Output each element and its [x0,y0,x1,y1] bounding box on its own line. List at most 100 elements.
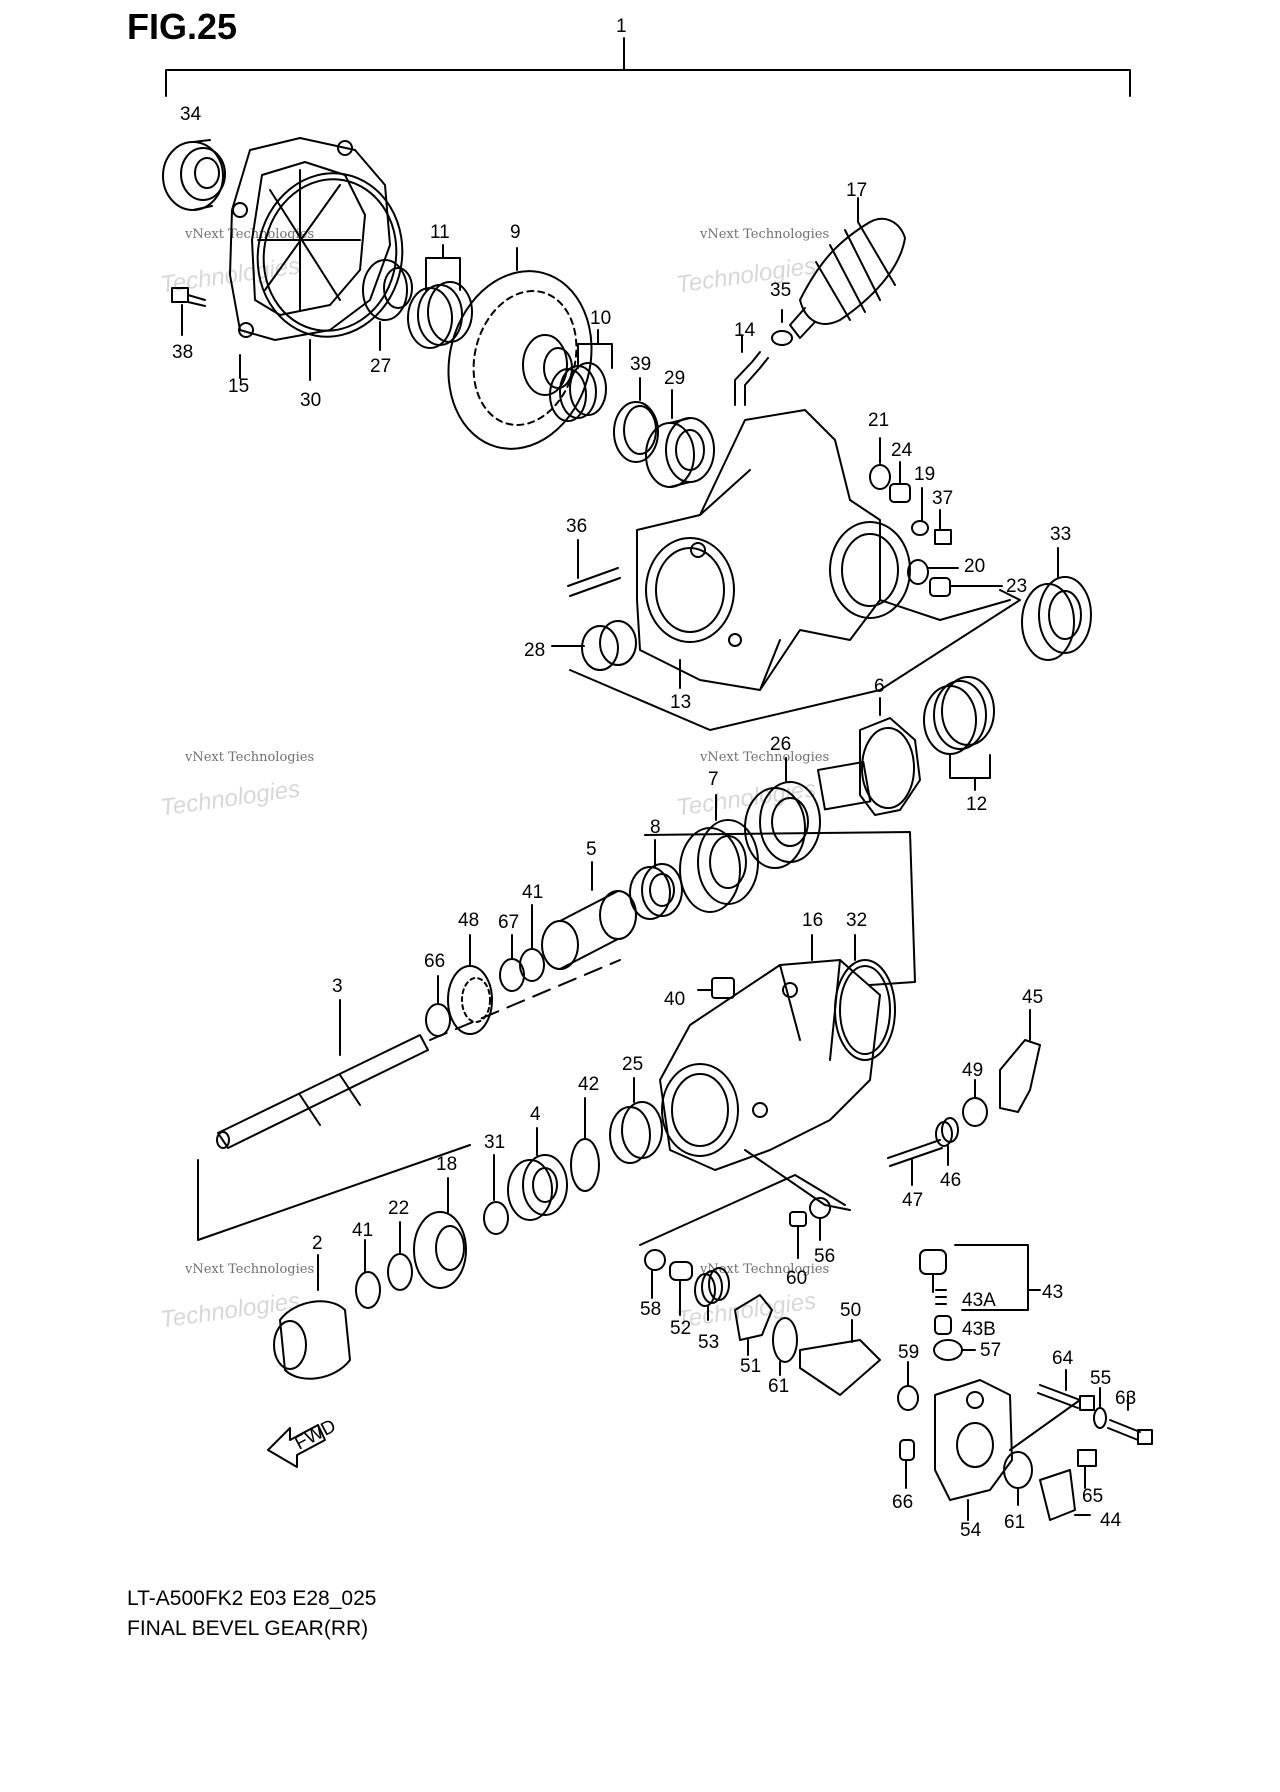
washer-22 [387,1221,413,1291]
bearing-27 [362,259,413,351]
bevel-gear-9 [447,247,593,450]
callout-25: 25 [622,1054,643,1075]
callout-66: 66 [424,951,445,972]
bolt-63 [1107,1394,1153,1445]
callout-51: 51 [740,1356,761,1377]
bush-52 [669,1261,693,1316]
shaft-50 [799,1319,881,1396]
callout-53: 53 [698,1332,719,1353]
breather-hose-14 [734,334,769,406]
bolt-38 [171,287,206,336]
center-line [429,959,621,1041]
circlip-42 [570,1097,600,1192]
callout-20: 20 [964,556,985,577]
callout-48: 48 [458,910,479,931]
callout-33: 33 [1050,524,1071,545]
bush-49 [962,1079,988,1127]
model-code: LT-A500FK2 E03 E28_025 [127,1587,377,1610]
callout-43: 43 [1042,1282,1063,1303]
pin-66 [899,1439,915,1489]
callout-32: 32 [846,910,867,931]
callout-59: 59 [898,1342,919,1363]
spring-53 [694,1267,730,1321]
callout-15: 15 [228,376,249,397]
callout-36: 36 [566,516,587,537]
shims-12 [923,676,995,791]
gear-case-16 [659,934,881,1171]
figure-title: FIG.25 [127,6,238,47]
boot-2 [273,1254,351,1380]
o-ring-32 [834,934,896,1061]
o-ring-57 [933,1339,976,1361]
bearing-29 [645,389,715,488]
callout-56: 56 [814,1246,835,1267]
plug-43 [919,1249,947,1293]
pin-43B [934,1315,952,1335]
callout-49: 49 [962,1060,983,1081]
circlip-41b [355,1239,381,1309]
bearing-7 [679,794,759,913]
bearing-61b [1003,1451,1033,1506]
callout-12: 12 [966,794,987,815]
circlip-66 [425,975,451,1037]
callout-14: 14 [734,320,756,341]
callout-6: 6 [874,676,885,697]
shims-10 [549,329,613,422]
bracket-44 [1039,1469,1091,1521]
spacer-8 [629,839,683,920]
shaft-bracket [197,1144,471,1241]
callout-21: 21 [868,410,889,431]
bolt-65 [1077,1449,1097,1489]
callout-61: 61 [1004,1512,1025,1533]
gasket-21 [869,437,891,490]
nut-40 [697,977,735,999]
callout-3: 3 [332,976,343,997]
callout-54: 54 [960,1520,982,1541]
drive-shaft-3 [216,999,429,1149]
oil-seal-4 [507,1127,568,1221]
callout-1: 1 [616,16,627,37]
bracket-43 [954,1244,1029,1311]
gasket-20 [907,559,959,585]
callout-46: 46 [940,1170,961,1191]
fwd-label: FWD [291,1416,339,1455]
spring-46 [935,1117,959,1166]
bolt-37 [934,509,952,545]
callout-24: 24 [891,440,913,461]
spring-43A [935,1289,947,1305]
callout-44: 44 [1100,1510,1122,1531]
o-ring-31 [483,1154,509,1235]
plug-23 [929,577,1003,597]
callout-17: 17 [846,180,867,201]
callout-39: 39 [630,354,651,375]
callout-2: 2 [312,1233,323,1254]
callout-23: 23 [1006,576,1027,597]
callout-65: 65 [1082,1486,1103,1507]
oil-seal-33 [1021,547,1092,661]
bolt-64 [1037,1369,1095,1411]
callout-42: 42 [578,1074,599,1095]
group-bracket [644,831,916,986]
callout-47: 47 [902,1190,923,1211]
callout-8: 8 [650,817,661,838]
callout-57: 57 [980,1340,1001,1361]
dust-cover-18 [413,1177,467,1289]
callout-30: 30 [300,390,321,411]
callout-67: 67 [498,912,519,933]
callout-22: 22 [388,1198,409,1219]
washer-59 [897,1361,919,1411]
shims-11 [407,244,473,349]
gear-case-cover-15 [229,137,391,379]
figure-caption: FINAL BEVEL GEAR(RR) [127,1617,369,1640]
callout-10: 10 [590,308,611,329]
callout-66: 66 [892,1492,913,1513]
oil-seal-34 [162,139,226,211]
callout-9: 9 [510,222,521,243]
callout-43B: 43B [962,1319,996,1340]
plug-24 [889,461,911,503]
gear-48 [447,934,493,1035]
callout-16: 16 [802,910,823,931]
callout-29: 29 [664,368,685,389]
